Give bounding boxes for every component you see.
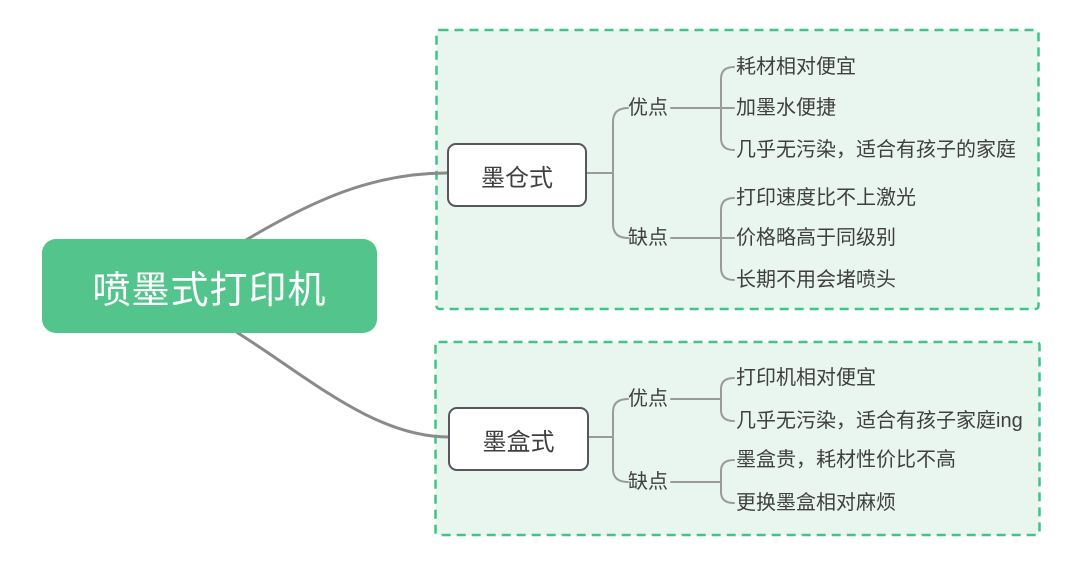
leaf-ink-tank-pro[interactable]: 加墨水便捷 xyxy=(736,97,836,119)
boundary-box-cartridge[interactable] xyxy=(434,340,1041,537)
connector-root-to-ink-tank xyxy=(234,171,449,248)
root-node[interactable]: 喷墨式打印机 xyxy=(42,239,377,333)
group-label-ink-tank-cons[interactable]: 缺点 xyxy=(628,227,668,249)
group-label-ink-tank-pros[interactable]: 优点 xyxy=(628,97,668,119)
group-label-cartridge-pros[interactable]: 优点 xyxy=(628,388,668,410)
boundary-box-ink-tank[interactable] xyxy=(435,28,1040,311)
leaf-cartridge-pro[interactable]: 打印机相对便宜 xyxy=(736,367,876,389)
leaf-ink-tank-con[interactable]: 长期不用会堵喷头 xyxy=(736,269,896,291)
bracket-cartridge-cons xyxy=(720,459,735,504)
leaf-ink-tank-pro[interactable]: 几乎无污染，适合有孩子的家庭 xyxy=(736,139,1016,161)
bracket-ink-tank-groups xyxy=(612,107,629,239)
leaf-cartridge-con[interactable]: 更换墨盒相对麻烦 xyxy=(736,492,896,514)
leaf-cartridge-con[interactable]: 墨盒贵，耗材性价比不高 xyxy=(736,449,956,471)
leaf-ink-tank-con[interactable]: 打印速度比不上激光 xyxy=(736,187,916,209)
branch-node-cartridge[interactable]: 墨盒式 xyxy=(448,407,589,471)
group-label-cartridge-cons[interactable]: 缺点 xyxy=(628,471,668,493)
leaf-ink-tank-con[interactable]: 价格略高于同级别 xyxy=(736,227,896,249)
bracket-cartridge-pros xyxy=(720,377,735,422)
branch-node-ink-tank[interactable]: 墨仓式 xyxy=(447,143,587,207)
bracket-cartridge-groups xyxy=(612,398,629,483)
leaf-ink-tank-pro[interactable]: 耗材相对便宜 xyxy=(736,56,856,78)
leaf-cartridge-pro[interactable]: 几乎无污染，适合有孩子家庭ing xyxy=(736,410,1023,432)
connector-root-to-cartridge xyxy=(228,326,451,439)
